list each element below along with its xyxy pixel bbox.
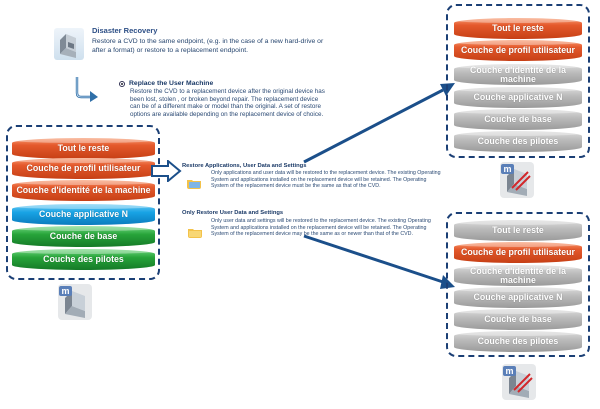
original-machine-stack: [6, 125, 160, 280]
replacement-machine-stack-data: [446, 212, 590, 357]
layer-pilotes: Couche des pilotes: [454, 131, 582, 152]
layer-base: Couche de base: [454, 109, 582, 130]
option-full-title: Restore Applications, User Data and Sett…: [182, 163, 307, 169]
right-arrow-icon: [151, 160, 182, 182]
layer-base: Couche de base: [454, 309, 582, 330]
layer-applicative: Couche applicative N: [12, 204, 155, 225]
disaster-recovery-text: Restore a CVD to the same endpoint, (e.g…: [92, 38, 324, 54]
replacement-machine-icon: m: [502, 364, 536, 400]
folder-blue-icon: [187, 180, 201, 189]
replace-machine-title: Replace the User Machine: [129, 80, 214, 87]
layer-tout-le-reste: Tout le reste: [12, 138, 155, 159]
arrow-to-top-stack: [303, 83, 455, 164]
svg-text:m: m: [505, 366, 513, 376]
disaster-recovery-icon: [54, 28, 84, 60]
layer-tout-le-reste: Tout le reste: [454, 220, 582, 241]
layer-tout-le-reste: Tout le reste: [454, 18, 582, 39]
folder-icon: [188, 229, 202, 238]
layer-profil-utilisateur: Couche de profil utilisateur: [454, 242, 582, 263]
option-data-title: Only Restore User Data and Settings: [182, 210, 284, 216]
layer-profil-utilisateur: Couche de profil utilisateur: [12, 158, 155, 179]
layer-pilotes: Couche des pilotes: [454, 331, 582, 352]
layer-profil-utilisateur: Couche de profil utilisateur: [454, 40, 582, 61]
layer-identite-machine: Couche d'identité de la machine: [454, 265, 582, 286]
layer-pilotes: Couche des pilotes: [12, 249, 155, 270]
replacement-machine-stack-full: [446, 4, 590, 158]
machine-icon: m: [58, 284, 92, 320]
svg-text:m: m: [61, 286, 69, 296]
disaster-recovery-title: Disaster Recovery: [92, 26, 158, 35]
svg-text:m: m: [503, 164, 511, 174]
layer-identite-machine: Couche d'identité de la machine: [454, 64, 582, 85]
layer-identite-machine: Couche d'identité de la machine: [12, 180, 155, 201]
layer-applicative: Couche applicative N: [454, 287, 582, 308]
option-full-text: Only applications and user data will be …: [211, 170, 441, 190]
option-data-text: Only user data and settings will be rest…: [211, 218, 431, 238]
layer-applicative: Couche applicative N: [454, 87, 582, 108]
arrow-to-bottom-stack: [303, 234, 455, 289]
curved-arrow-icon: [75, 77, 98, 102]
replace-machine-radio[interactable]: [119, 81, 125, 87]
replace-machine-text: Restore the CVD to a replacement device …: [130, 88, 325, 118]
replacement-machine-icon: m: [500, 162, 534, 198]
layer-base: Couche de base: [12, 226, 155, 247]
